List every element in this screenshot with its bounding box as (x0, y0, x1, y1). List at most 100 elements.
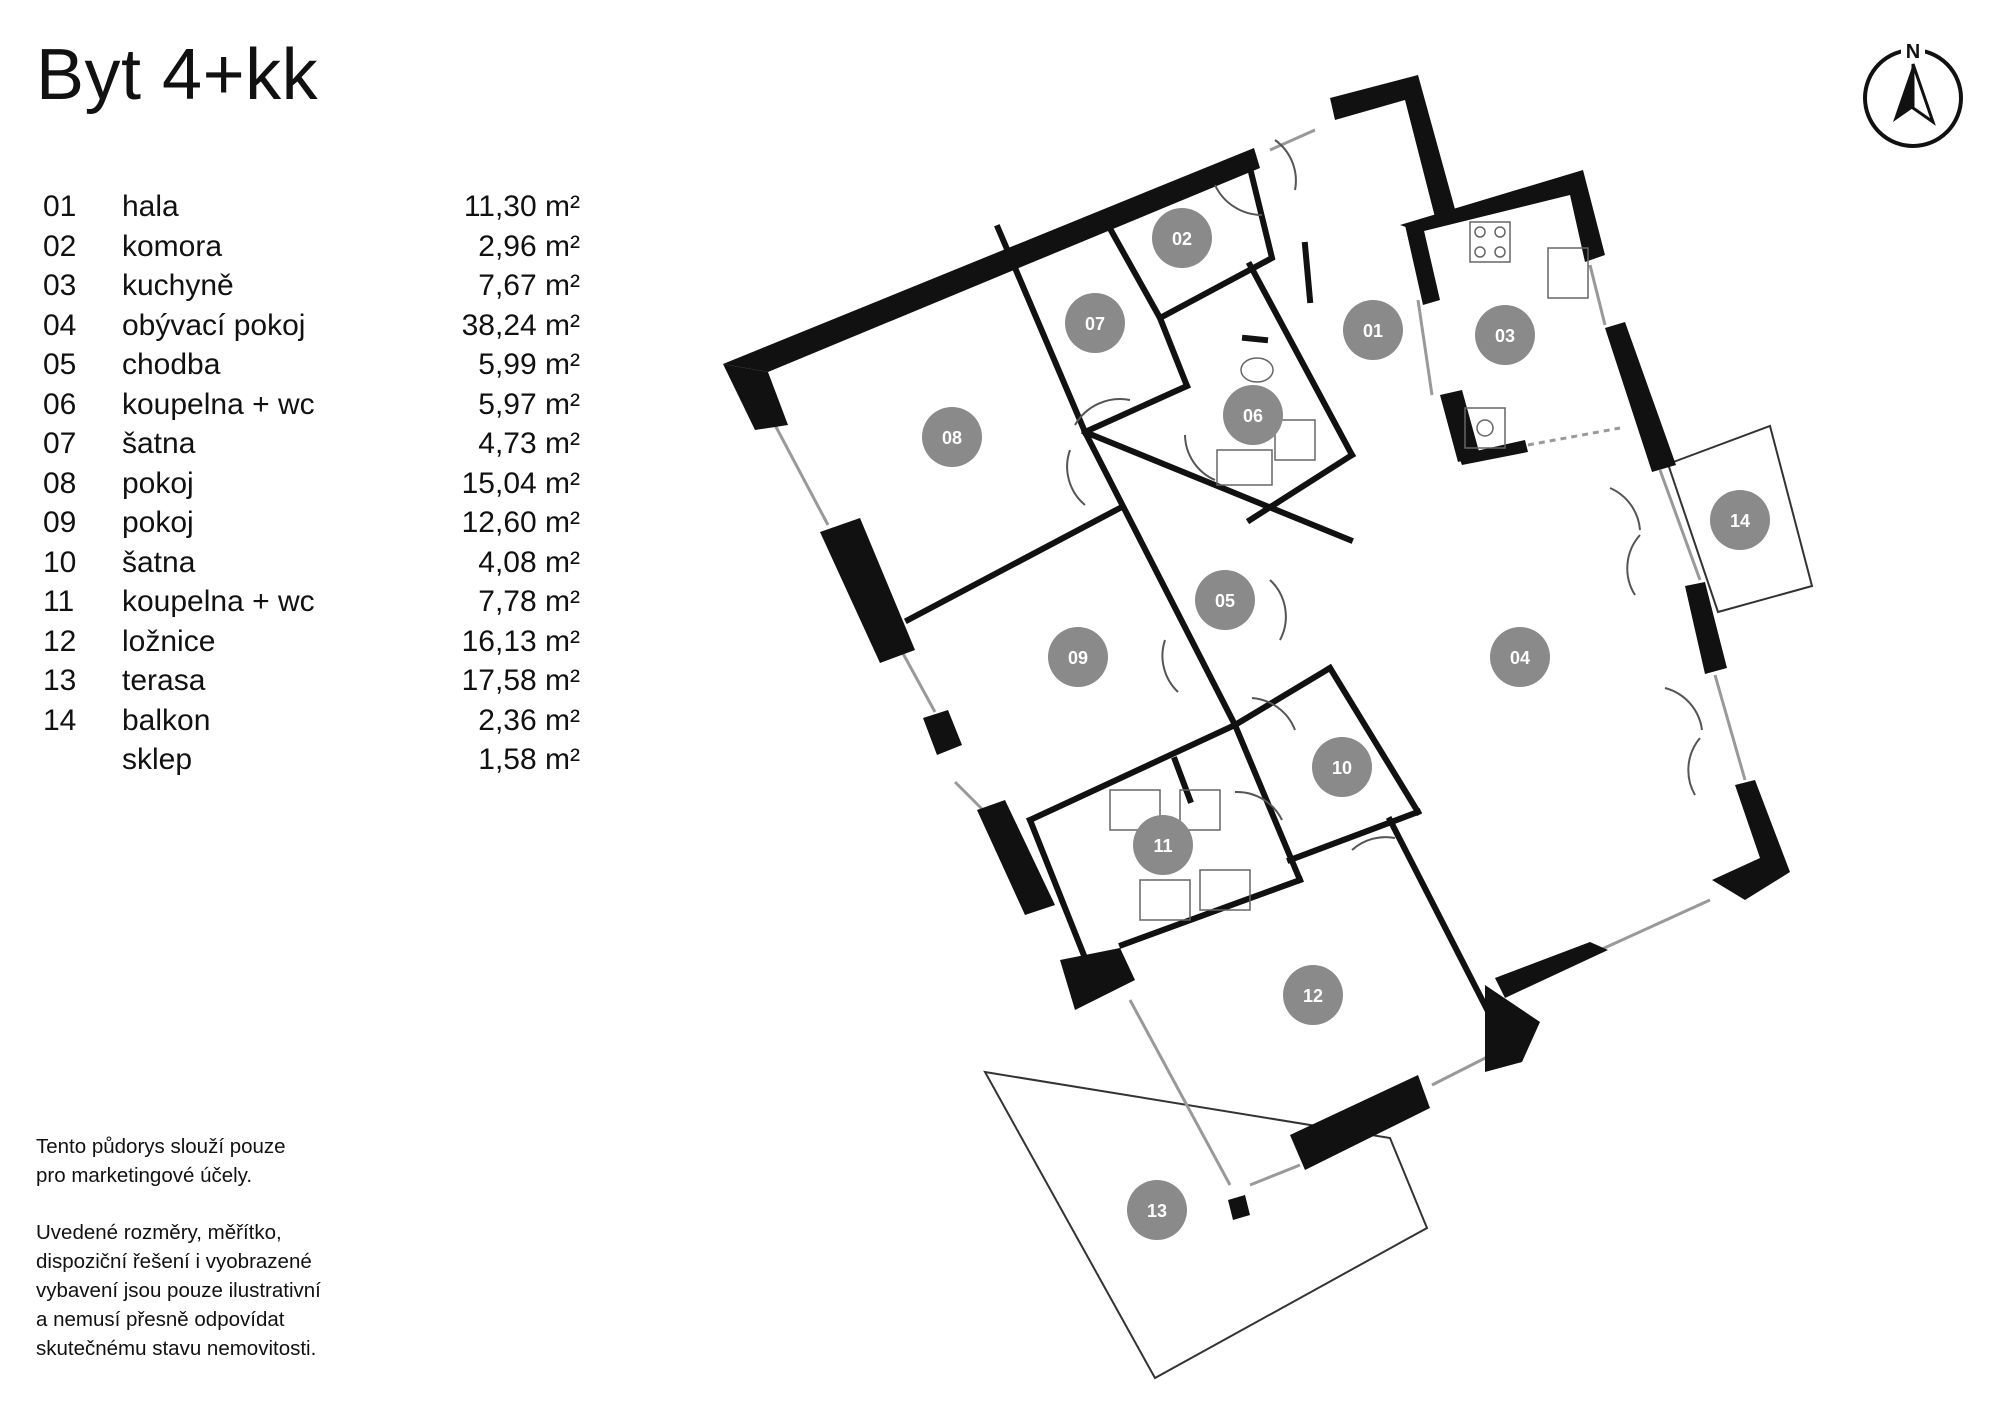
room-number: 01 (43, 190, 77, 223)
door-swings (1066, 139, 1703, 851)
room-number: 09 (43, 506, 77, 539)
room-badge: 02 (1152, 208, 1212, 268)
room-name: pokoj (122, 506, 194, 539)
room-badge: 01 (1343, 300, 1403, 360)
page-title: Byt 4+kk (36, 35, 319, 115)
room-number: 13 (43, 664, 77, 697)
room-area: 4,08 m² (478, 545, 580, 579)
room-number: 06 (43, 387, 77, 421)
room-name: kuchyně (122, 269, 234, 302)
north-label: N (1906, 41, 1920, 63)
room-row: 10 šatna 4,08 m² (40, 546, 580, 586)
exterior-walls (723, 75, 1790, 1220)
room-name: terasa (122, 664, 206, 697)
room-badge: 05 (1195, 570, 1255, 630)
room-row: 04 obývací pokoj 38,24 m² (40, 309, 580, 349)
room-badge-label: 07 (1085, 314, 1105, 334)
room-area: 12,60 m² (461, 506, 580, 539)
room-number: 07 (43, 427, 77, 460)
room-row: 05 chodba 5,99 m² (40, 348, 580, 388)
room-badge: 08 (922, 407, 982, 467)
interior-walls (903, 164, 1500, 1030)
room-area: 5,97 m² (478, 387, 580, 421)
fixtures (1109, 221, 1589, 921)
room-badge-label: 03 (1495, 326, 1515, 346)
room-name: pokoj (122, 466, 194, 500)
room-row: 11 koupelna + wc 7,78 m² (40, 585, 580, 625)
room-badge: 07 (1065, 293, 1125, 353)
room-badge: 11 (1133, 815, 1193, 875)
room-area: 16,13 m² (461, 624, 580, 658)
room-number: 03 (43, 269, 77, 302)
room-badge-label: 12 (1303, 986, 1323, 1006)
room-badge: 14 (1710, 490, 1770, 550)
room-badge-label: 01 (1363, 321, 1383, 341)
room-badge-label: 13 (1147, 1201, 1167, 1221)
room-badge: 09 (1048, 627, 1108, 687)
room-row: 09 pokoj 12,60 m² (40, 506, 580, 546)
room-name: hala (122, 190, 179, 223)
room-name: sklep (122, 743, 193, 776)
room-name: koupelna + wc (122, 387, 315, 421)
room-name: ložnice (122, 624, 216, 658)
room-area: 2,96 m² (478, 229, 580, 263)
room-area: 7,78 m² (478, 585, 580, 618)
room-row: 01 hala 11,30 m² (40, 190, 580, 230)
room-name: šatna (122, 427, 196, 460)
room-area: 11,30 m² (463, 190, 580, 223)
window-lines (773, 128, 1747, 1187)
room-name: koupelna + wc (122, 585, 315, 618)
room-area: 5,99 m² (478, 348, 580, 381)
room-badge: 12 (1283, 965, 1343, 1025)
room-number: 12 (43, 624, 77, 658)
room-badge-label: 05 (1215, 591, 1235, 611)
room-badge: 04 (1490, 627, 1550, 687)
north-arrow-icon: N (1863, 38, 1963, 148)
room-number: 08 (43, 466, 77, 500)
outdoor-outlines (983, 424, 1814, 1380)
room-badge: 06 (1223, 385, 1283, 445)
room-badge-label: 14 (1730, 511, 1750, 531)
disclaimer-marketing: Tento půdorys slouží pouze pro marketing… (36, 1135, 286, 1187)
room-badge: 03 (1475, 305, 1535, 365)
room-name: šatna (122, 545, 196, 579)
room-area: 2,36 m² (478, 703, 580, 737)
room-row: 12 ložnice 16,13 m² (40, 625, 580, 665)
disclaimer-dimensions: Uvedené rozměry, měřítko, dispoziční řeš… (36, 1221, 321, 1360)
room-badge-label: 06 (1243, 406, 1263, 426)
room-area: 15,04 m² (461, 466, 580, 500)
room-number: 05 (43, 348, 77, 381)
room-badges: 01 02 03 04 05 06 07 08 09 10 11 12 13 1… (922, 208, 1770, 1240)
room-badge-label: 09 (1068, 648, 1088, 668)
room-area: 4,73 m² (478, 427, 580, 460)
room-badge-label: 02 (1172, 229, 1192, 249)
room-number: 02 (43, 229, 77, 263)
room-area: 38,24 m² (461, 308, 580, 342)
room-name: obývací pokoj (122, 308, 306, 342)
room-badge-label: 04 (1510, 648, 1530, 668)
room-area: 17,58 m² (461, 664, 580, 697)
room-number: 11 (43, 585, 75, 618)
room-number: 10 (43, 545, 77, 579)
room-list: 01 hala 11,30 m² 02 komora 2,96 m² 03 kuchyně… (40, 190, 580, 783)
room-number: 04 (43, 308, 77, 342)
room-badge-label: 08 (942, 428, 962, 448)
room-row: 07 šatna 4,73 m² (40, 427, 580, 467)
room-row: 13 terasa 17,58 m² (40, 664, 580, 704)
room-area: 1,58 m² (478, 743, 580, 776)
room-area: 7,67 m² (478, 269, 580, 302)
room-name: balkon (122, 703, 211, 737)
room-badge-label: 10 (1332, 758, 1352, 778)
room-badge: 10 (1312, 737, 1372, 797)
room-row: 02 komora 2,96 m² (40, 230, 580, 270)
room-row: 06 koupelna + wc 5,97 m² (40, 388, 580, 428)
room-row: 08 pokoj 15,04 m² (40, 467, 580, 507)
room-name: komora (122, 229, 223, 263)
room-badge: 13 (1127, 1180, 1187, 1240)
room-name: chodba (122, 348, 221, 381)
room-row: 03 kuchyně 7,67 m² (40, 269, 580, 309)
room-row: sklep 1,58 m² (40, 743, 580, 783)
room-badge-label: 11 (1153, 836, 1172, 856)
